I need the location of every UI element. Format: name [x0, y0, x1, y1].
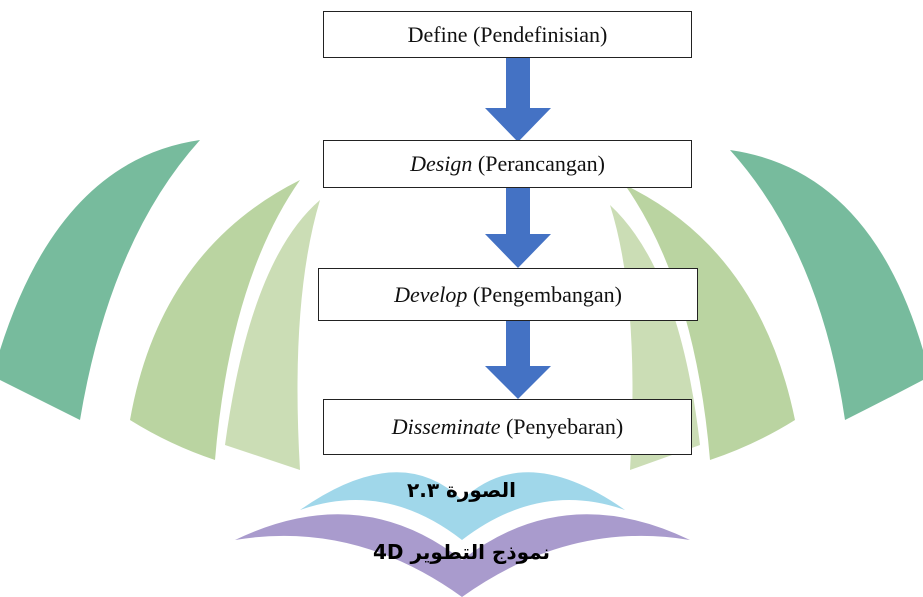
- watermark-left-arc-small: [225, 200, 320, 470]
- step-box-define: Define (Pendefinisian): [323, 11, 692, 58]
- watermark-right-arc-outer: [730, 150, 923, 420]
- watermark-left-arc-inner: [130, 180, 300, 460]
- step-box-design: Design (Perancangan): [323, 140, 692, 188]
- watermark-book-blue: [300, 472, 625, 540]
- step-disseminate-term: Disseminate: [391, 414, 501, 439]
- flow-arrow-2: [485, 188, 551, 268]
- step-box-disseminate: Disseminate (Penyebaran): [323, 399, 692, 455]
- step-define-term: Define: [407, 21, 468, 47]
- watermark-book-purple: [235, 514, 690, 597]
- watermark-right-arc-inner: [625, 185, 795, 460]
- step-develop-detail: (Pengembangan): [467, 281, 622, 307]
- step-develop-term: Develop: [394, 281, 468, 307]
- flow-arrow-1: [485, 58, 551, 142]
- step-design-term: Design: [410, 151, 473, 176]
- step-box-develop: Develop (Pengembangan): [318, 268, 698, 321]
- flow-arrow-3: [485, 321, 551, 399]
- step-design-detail: (Perancangan): [472, 151, 605, 176]
- step-disseminate-detail: (Penyebaran): [500, 414, 624, 439]
- watermark-left-arc-outer: [0, 140, 200, 420]
- figure-caption-title: نموذج التطوير 4D: [372, 540, 551, 564]
- figure-caption-label: الصورة ٢.٣: [407, 478, 516, 502]
- step-define-detail: (Pendefinisian): [467, 21, 608, 47]
